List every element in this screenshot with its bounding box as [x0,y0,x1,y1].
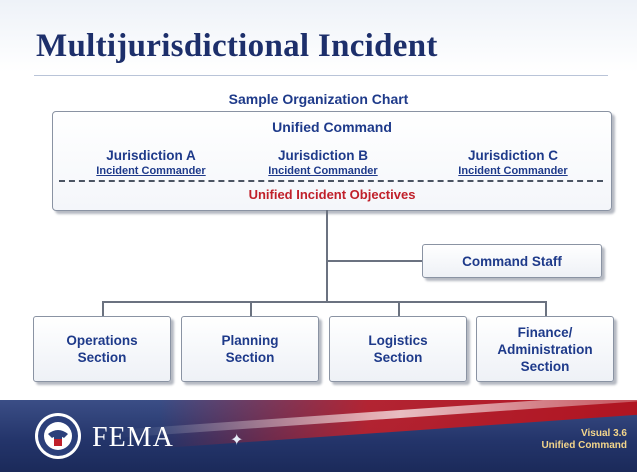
jurisdiction-name: Jurisdiction B [277,148,368,163]
jurisdiction-role: Incident Commander [268,165,378,177]
logistics-connector [398,301,400,316]
jurisdiction-role: Incident Commander [96,165,206,177]
sections-horizontal-connector [102,301,546,303]
jurisdiction-role: Incident Commander [458,165,568,177]
operations-connector [102,301,104,316]
star-icon: ✦ [230,432,244,449]
slide-footer: ✦ FEMA Visual 3.6 Unified Command [0,400,637,472]
dhs-seal-icon [35,413,81,459]
jurisdiction-b: Jurisdiction B Incident Commander [233,148,413,178]
jurisdiction-name: Jurisdiction C [467,148,558,163]
jurisdiction-a: Jurisdiction A Incident Commander [61,148,241,178]
planning-section-box: Planning Section [181,316,319,382]
fema-logo-text: FEMA [92,422,174,453]
chart-subtitle: Sample Organization Chart [228,91,409,107]
unified-objectives-label: Unified Incident Objectives [248,187,416,202]
unified-command-box: Unified Command Jurisdiction A Incident … [52,111,612,211]
visual-number: Visual 3.6 [581,428,627,439]
command-staff-connector [326,260,422,262]
operations-section-box: Operations Section [33,316,171,382]
planning-connector [250,301,252,316]
visual-topic: Unified Command [541,440,627,451]
logistics-section-box: Logistics Section [329,316,467,382]
jurisdiction-c: Jurisdiction C Incident Commander [423,148,603,178]
command-staff-box: Command Staff [422,244,602,278]
dashed-divider [59,180,603,182]
title-divider [34,75,608,76]
slide-title: Multijurisdictional Incident [36,28,438,64]
finance-administration-section-box: Finance/ Administration Section [476,316,614,382]
visual-label: Visual 3.6 Unified Command [541,428,627,452]
jurisdiction-name: Jurisdiction A [106,148,196,163]
trunk-connector [326,210,328,302]
finance-connector [545,301,547,316]
unified-command-title: Unified Command [272,119,392,135]
